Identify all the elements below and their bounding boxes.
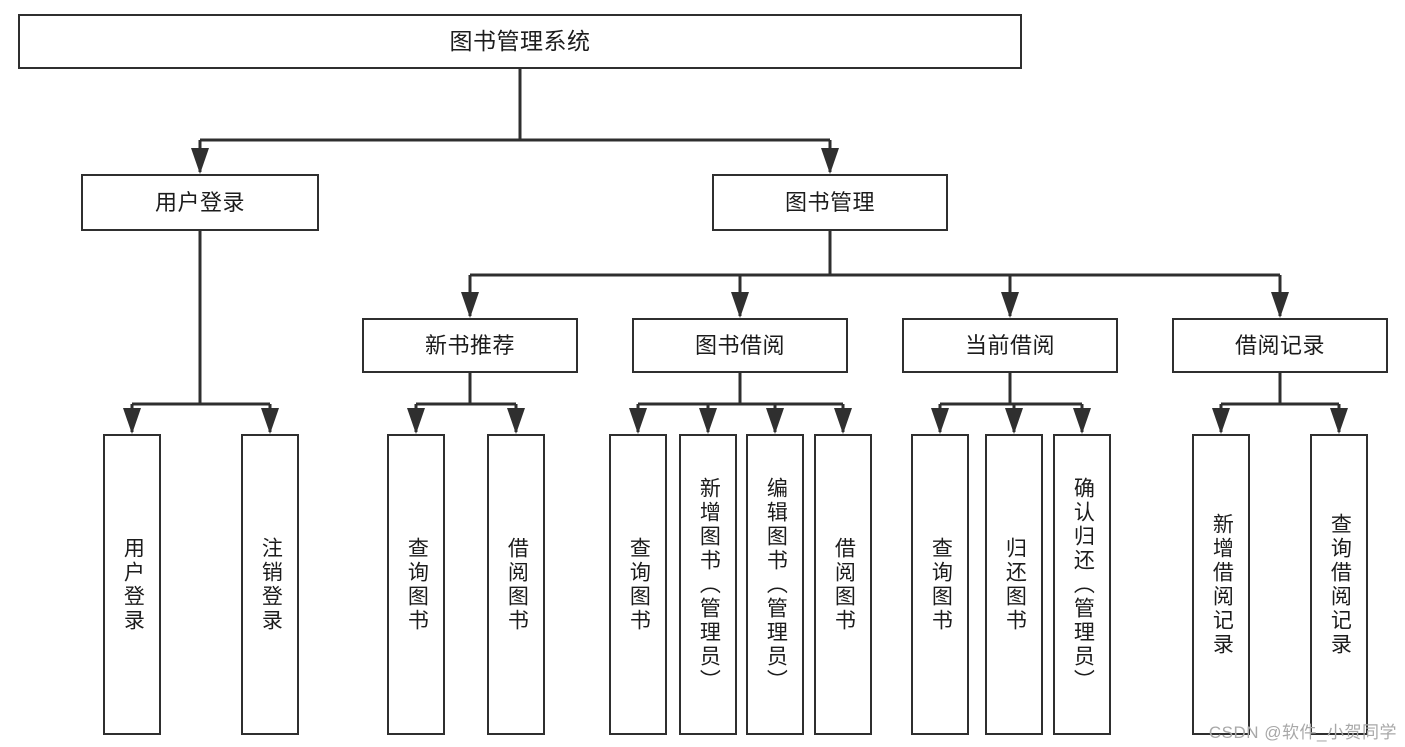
node-label: 新书推荐 [424, 332, 515, 358]
arrowhead-icon [1001, 292, 1019, 318]
node-label: 借阅图书 [505, 536, 529, 633]
node-label: 归还图书 [1003, 536, 1027, 633]
node-label: 借阅记录 [1234, 332, 1325, 358]
node-user-login: 用户登录 [81, 174, 319, 231]
node-leaf-return-book: 归还图书 [985, 434, 1043, 735]
node-label: 注销登录 [259, 536, 283, 633]
node-leaf-add-record: 新增借阅记录 [1192, 434, 1250, 735]
node-new-book-rec: 新书推荐 [362, 318, 578, 373]
arrowhead-icon [1330, 408, 1348, 434]
node-label: 查询图书 [929, 536, 953, 633]
node-label: 图书管理系统 [449, 27, 591, 54]
arrowhead-icon [699, 408, 717, 434]
node-label: 新增借阅记录 [1210, 512, 1234, 657]
arrowhead-icon [507, 408, 525, 434]
arrowhead-icon [123, 408, 141, 434]
arrowhead-icon [1212, 408, 1230, 434]
node-label: 借阅图书 [832, 536, 856, 633]
node-leaf-borrow-book-2: 借阅图书 [814, 434, 872, 735]
arrowhead-icon [821, 148, 839, 174]
node-current-borrow: 当前借阅 [902, 318, 1118, 373]
arrowhead-icon [629, 408, 647, 434]
node-label: 查询图书 [627, 536, 651, 633]
node-label: 新增图书（管理员） [697, 476, 721, 693]
node-leaf-user-login: 用户登录 [103, 434, 161, 735]
node-label: 用户登录 [121, 536, 145, 633]
arrowhead-icon [1073, 408, 1091, 434]
arrowhead-icon [1271, 292, 1289, 318]
node-label: 查询借阅记录 [1328, 512, 1352, 657]
arrowhead-icon [766, 408, 784, 434]
arrowhead-icon [461, 292, 479, 318]
arrowhead-icon [931, 408, 949, 434]
node-label: 编辑图书（管理员） [764, 476, 788, 693]
node-leaf-query-book-2: 查询图书 [609, 434, 667, 735]
node-leaf-query-book-1: 查询图书 [387, 434, 445, 735]
node-borrow-record: 借阅记录 [1172, 318, 1388, 373]
arrowhead-icon [191, 148, 209, 174]
node-leaf-query-book-3: 查询图书 [911, 434, 969, 735]
node-label: 查询图书 [405, 536, 429, 633]
node-book-manage: 图书管理 [712, 174, 948, 231]
node-label: 确认归还（管理员） [1071, 476, 1095, 693]
node-leaf-logout: 注销登录 [241, 434, 299, 735]
node-label: 用户登录 [154, 189, 245, 215]
node-label: 图书管理 [784, 189, 875, 215]
node-leaf-borrow-book-1: 借阅图书 [487, 434, 545, 735]
arrowhead-icon [731, 292, 749, 318]
node-root: 图书管理系统 [18, 14, 1022, 69]
node-leaf-confirm-return: 确认归还（管理员） [1053, 434, 1111, 735]
node-leaf-add-book: 新增图书（管理员） [679, 434, 737, 735]
arrowhead-icon [261, 408, 279, 434]
node-label: 图书借阅 [694, 332, 785, 358]
node-label: 当前借阅 [964, 332, 1055, 358]
arrowhead-icon [834, 408, 852, 434]
node-leaf-edit-book: 编辑图书（管理员） [746, 434, 804, 735]
node-book-borrow: 图书借阅 [632, 318, 848, 373]
arrowhead-icon [1005, 408, 1023, 434]
node-leaf-query-record: 查询借阅记录 [1310, 434, 1368, 735]
arrowhead-icon [407, 408, 425, 434]
